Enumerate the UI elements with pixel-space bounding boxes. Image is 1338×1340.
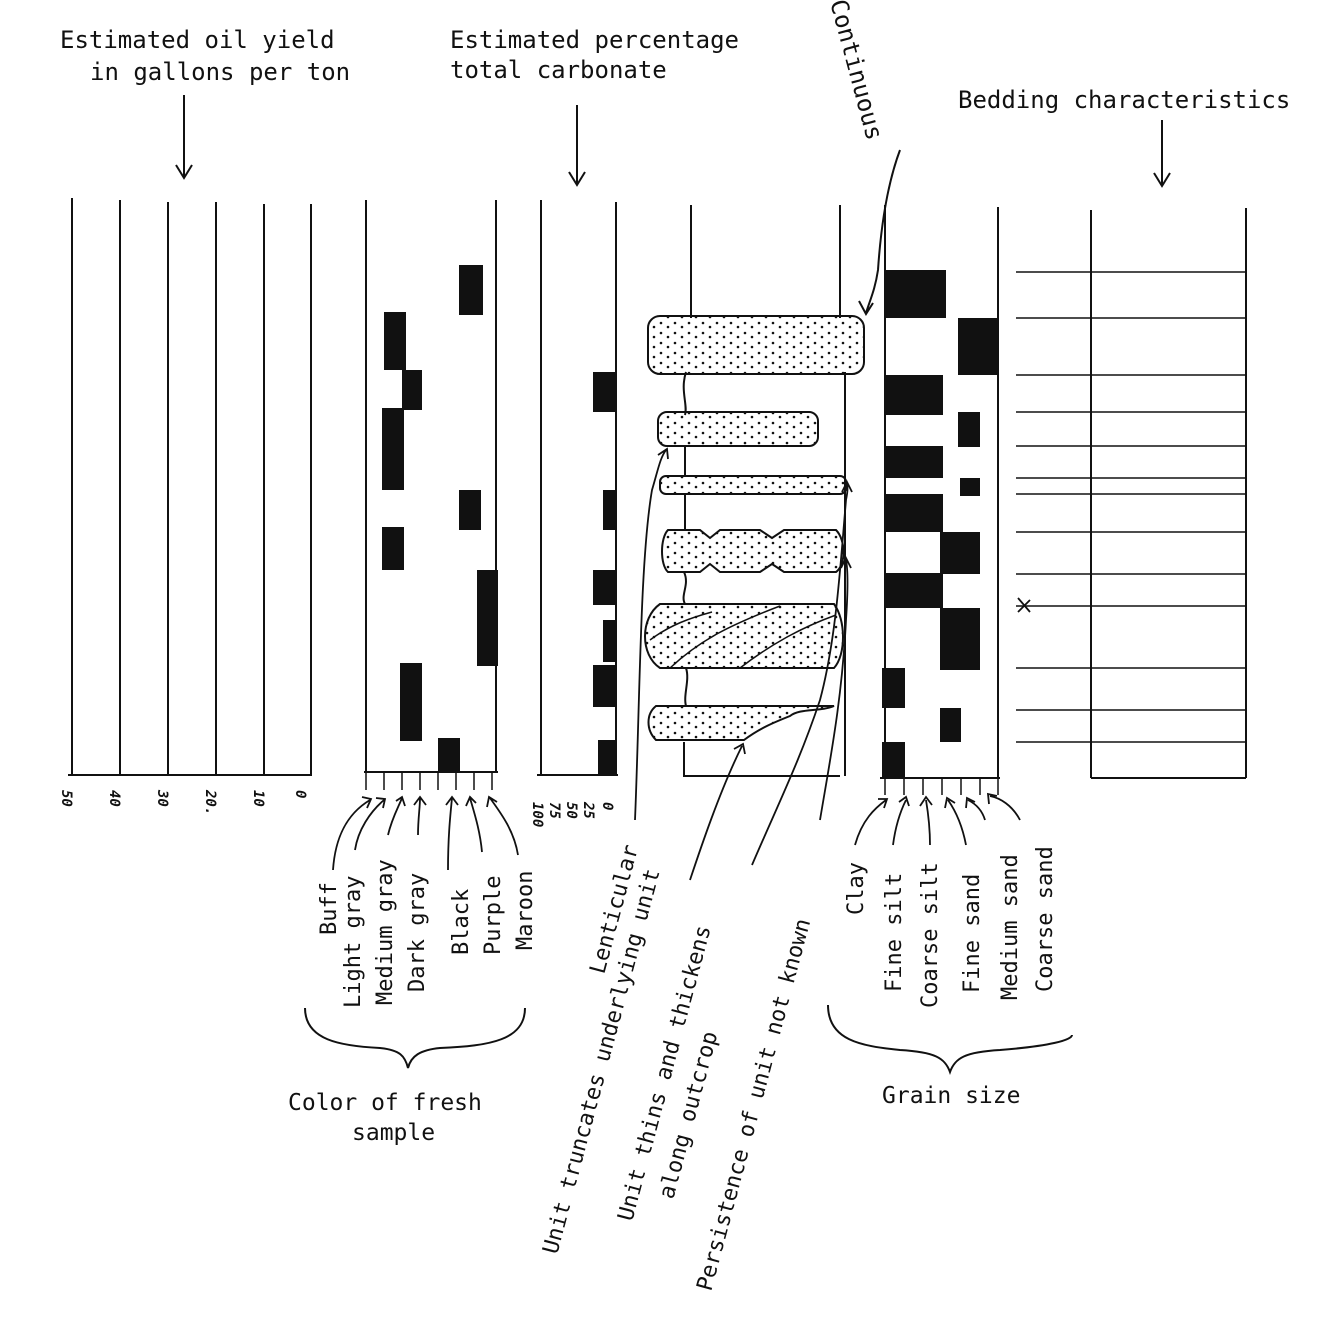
carbonate-tick: 75	[546, 802, 562, 819]
carbonate-arrow	[568, 105, 586, 187]
lithology-units	[644, 315, 865, 741]
persistence-column	[644, 205, 865, 777]
oil-yield-header-line2: in gallons per ton	[90, 58, 350, 86]
color-column	[364, 200, 498, 790]
carbonate-tick: 0	[599, 802, 615, 810]
grain-bars	[882, 270, 998, 778]
grain-labels: Clay Fine silt Coarse silt Fine sand Med…	[844, 846, 1058, 1008]
oil-yield-arrow	[175, 95, 193, 180]
carbonate-tick: 25	[580, 801, 596, 819]
oil-tick: 10	[250, 790, 266, 807]
carbonate-tick: 50	[563, 802, 579, 819]
grain-label-fine-sand: Fine sand	[960, 874, 985, 993]
color-brace	[304, 1007, 526, 1069]
grain-label-coarse-sand: Coarse sand	[1033, 846, 1058, 992]
unit-continuous	[647, 315, 865, 375]
color-label-medium-gray: Medium gray	[373, 859, 398, 1005]
unit-thin	[659, 475, 847, 495]
grain-label-arrows	[854, 792, 1021, 846]
persistence-unknown-label: Persistence of unit not known	[693, 916, 817, 1293]
bedding-column	[1016, 208, 1247, 779]
grain-column	[880, 205, 1000, 795]
grain-label-medium-sand: Medium sand	[998, 854, 1023, 1000]
color-label-buff: Buff	[317, 882, 342, 935]
grain-brace	[827, 1004, 1073, 1075]
carbonate-column	[537, 200, 618, 776]
unit-thins-thickens	[661, 529, 845, 573]
continuous-label: Continuous	[824, 0, 888, 143]
color-label-black: Black	[449, 889, 474, 955]
oil-tick: 30	[154, 789, 170, 807]
oil-yield-ticks: 50 40 30 20. 10 0	[58, 789, 308, 815]
color-group-line2: sample	[352, 1120, 435, 1146]
unit-truncated	[647, 705, 835, 741]
carbonate-header-line1: Estimated percentage	[450, 26, 739, 54]
oil-tick: 40	[106, 790, 122, 807]
carbonate-tick: 100	[529, 802, 545, 827]
persistence-label-arrows	[634, 447, 853, 881]
grain-label-fine-silt: Fine silt	[882, 873, 907, 992]
unit-cross-bedded	[644, 603, 844, 669]
carbonate-bars	[593, 372, 616, 775]
carbonate-ticks: 100 75 50 25 0	[529, 801, 615, 827]
bedding-header: Bedding characteristics	[958, 86, 1290, 114]
grain-group-label: Grain size	[882, 1083, 1020, 1109]
color-label-arrows	[332, 795, 519, 871]
color-labels: Buff Light gray Medium gray Dark gray Bl…	[317, 859, 538, 1008]
oil-tick: 50	[58, 790, 74, 807]
color-label-dark-gray: Dark gray	[405, 873, 430, 992]
color-label-maroon: Maroon	[513, 871, 538, 950]
oil-yield-grid	[68, 198, 312, 776]
bedding-arrow	[1153, 120, 1171, 188]
carbonate-header-line2: total carbonate	[450, 56, 667, 84]
oil-tick: 20.	[202, 789, 218, 815]
color-label-light-gray: Light gray	[341, 876, 366, 1008]
oil-tick: 0	[292, 790, 308, 798]
grain-label-clay: Clay	[844, 862, 869, 915]
color-group-line1: Color of fresh	[288, 1090, 482, 1116]
oil-yield-header-line1: Estimated oil yield	[60, 26, 335, 54]
continuous-arrow	[858, 149, 901, 316]
color-label-purple: Purple	[481, 876, 506, 955]
color-bars	[382, 265, 498, 773]
grain-label-coarse-silt: Coarse silt	[918, 862, 943, 1008]
unit-lenticular	[657, 411, 819, 447]
persistence-labels: Lenticular Unit truncates underlying uni…	[539, 842, 817, 1293]
